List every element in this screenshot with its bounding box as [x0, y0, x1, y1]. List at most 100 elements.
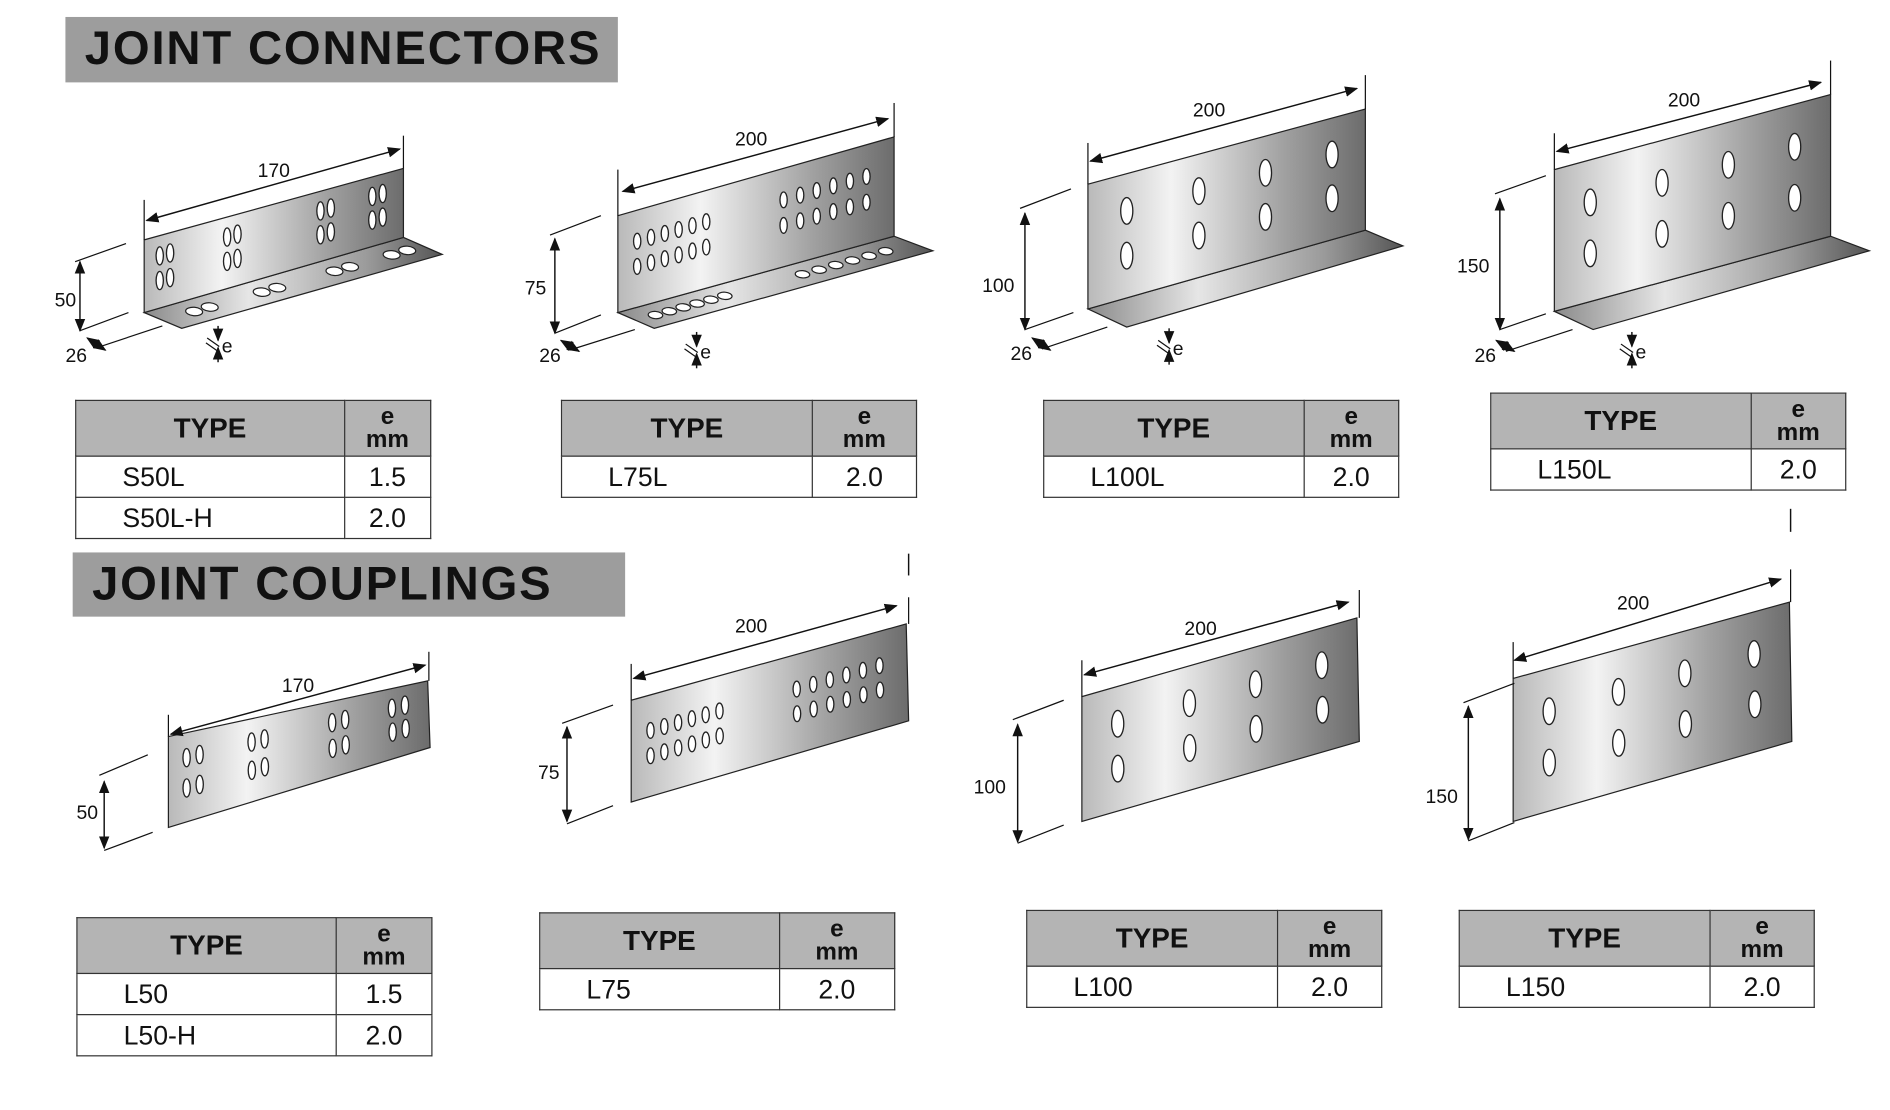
slot-hole: [1611, 677, 1626, 706]
length-label: 170: [258, 160, 291, 182]
slot-hole: [1110, 709, 1125, 738]
extension-line: [549, 215, 602, 236]
slot-hole: [809, 700, 818, 718]
flange-hole: [340, 261, 360, 272]
slot-hole: [233, 248, 242, 269]
slot-hole: [646, 254, 656, 272]
slot-hole: [792, 680, 802, 698]
table-row: L50-H 2.0: [76, 1014, 433, 1057]
slot-hole: [674, 220, 683, 239]
table-row: L75 2.0: [539, 967, 896, 1011]
slot-hole: [326, 198, 336, 218]
extension-line: [569, 328, 636, 351]
thickness-symbol: e: [1619, 331, 1646, 369]
slot-hole: [795, 212, 805, 230]
thickness-edge: [1620, 343, 1634, 354]
slot-hole: [1258, 202, 1273, 231]
extension-line: [1494, 175, 1547, 195]
slot-hole: [660, 743, 669, 761]
slot-hole: [1655, 168, 1669, 197]
length-dimension-line: [632, 603, 898, 681]
extension-line: [96, 325, 163, 349]
flange-hole: [811, 265, 828, 274]
extension-line: [1019, 188, 1072, 209]
length-dimension-line: [1089, 86, 1359, 164]
flange-hole: [252, 287, 271, 298]
slot-hole: [1325, 184, 1339, 213]
height-label: 50: [76, 802, 98, 824]
type-column-header: TYPE: [560, 399, 813, 457]
thickness-cell: 2.0: [1276, 965, 1383, 1008]
length-label: 170: [282, 675, 315, 697]
type-cell: L50: [76, 972, 337, 1016]
length-label: 200: [1184, 618, 1217, 640]
type-cell: L150: [1458, 965, 1711, 1008]
type-column-header: TYPE: [76, 917, 337, 975]
extension-line: [1505, 328, 1573, 352]
slot-hole: [378, 183, 387, 204]
e-header-label: e: [380, 402, 395, 430]
slot-hole: [222, 251, 232, 272]
slot-hole: [862, 193, 871, 211]
height-label: 150: [1457, 256, 1490, 278]
slot-hole: [1612, 728, 1626, 757]
slot-hole: [673, 714, 683, 732]
slot-hole: [715, 727, 724, 745]
thickness-symbol: e: [1156, 328, 1184, 365]
slot-hole: [875, 681, 885, 699]
slot-hole: [247, 732, 256, 752]
slot-hole: [316, 225, 325, 245]
flange-hole: [844, 256, 861, 265]
thickness-cell: 2.0: [1750, 448, 1847, 491]
slot-hole: [1192, 177, 1206, 206]
slot-hole: [701, 731, 711, 749]
slot-hole: [1583, 188, 1597, 217]
flange-hole: [716, 291, 733, 301]
slot-hole: [792, 705, 802, 723]
slot-hole: [842, 666, 851, 684]
slot-hole: [1120, 196, 1134, 225]
slot-hole: [687, 710, 697, 728]
slot-hole: [165, 267, 175, 288]
thickness-cell: 1.5: [343, 455, 432, 498]
coupling-drawing: 170 50: [76, 651, 431, 852]
slot-hole: [688, 217, 697, 235]
slot-hole: [260, 729, 269, 749]
thickness-cell: 2.0: [1709, 965, 1815, 1008]
slot-hole: [1120, 241, 1134, 270]
slot-hole: [1183, 733, 1197, 762]
e-header-label: e: [830, 915, 844, 942]
slot-hole: [1721, 150, 1736, 179]
slot-hole: [875, 657, 884, 675]
extension-line: [99, 754, 149, 776]
slot-hole: [1678, 709, 1693, 738]
slot-hole: [326, 222, 336, 242]
slot-hole: [1542, 748, 1557, 777]
slot-hole: [368, 186, 377, 207]
extension-line: [1041, 326, 1108, 350]
type-header-label: TYPE: [1115, 921, 1189, 954]
e-header-label: e: [1755, 912, 1769, 940]
slot-hole: [316, 201, 325, 221]
slot-hole: [1182, 689, 1197, 718]
thickness-edge: [206, 337, 220, 347]
thickness-cell: 2.0: [343, 496, 432, 540]
slot-hole: [222, 227, 232, 247]
unit-header-label: mm: [1776, 418, 1820, 446]
thickness-cell: 2.0: [1303, 455, 1400, 498]
